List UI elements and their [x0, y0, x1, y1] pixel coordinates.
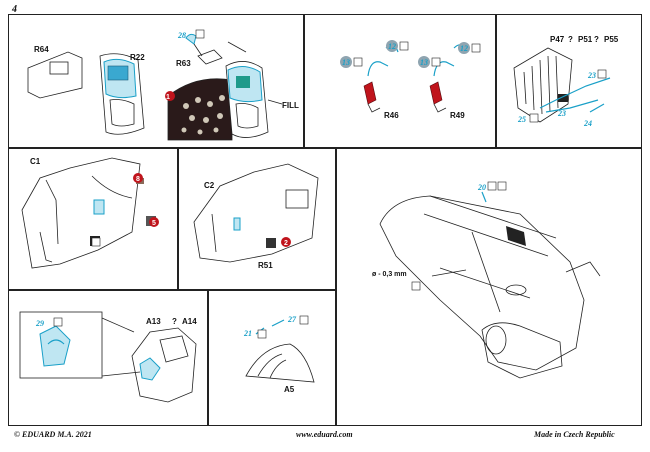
callout-25: 25	[517, 115, 526, 124]
label-a5: A5	[284, 385, 295, 394]
label-fill: FILL	[282, 101, 299, 110]
callout-29: 29	[35, 319, 44, 328]
part-r64-drawing	[27, 51, 83, 99]
instrument-panel	[167, 78, 233, 141]
label-r64: R64	[34, 45, 49, 54]
gunsight-detail	[19, 311, 197, 403]
part-r49-lever	[429, 44, 467, 113]
panel-wing-fuselage	[336, 148, 642, 426]
callout-21: 21	[243, 329, 252, 338]
callout-20: 20	[477, 183, 486, 192]
armored-glass-detail	[245, 319, 315, 383]
callout-23a: 23	[587, 71, 596, 80]
callout-5-marker	[149, 217, 159, 227]
seat-back	[513, 47, 573, 123]
callout-1-marker	[165, 91, 175, 101]
label-r46: R46	[384, 111, 399, 120]
label-q1: ?	[568, 35, 573, 44]
label-r63: R63	[176, 59, 191, 68]
footer-origin: Made in Czech Republic	[534, 430, 615, 439]
callout-24: 24	[583, 119, 592, 128]
callout-13a-marker	[340, 56, 352, 68]
callout-13b-marker	[418, 56, 430, 68]
wing-fuselage-drawing	[379, 191, 601, 379]
label-p51: P51	[578, 35, 593, 44]
label-c1: C1	[30, 157, 41, 166]
label-r49: R49	[450, 111, 465, 120]
callout-12a: 12	[388, 42, 396, 51]
callout-27: 27	[287, 315, 297, 324]
label-r22: R22	[130, 53, 145, 62]
callout-12a-marker	[386, 40, 398, 52]
label-r51: R51	[258, 261, 273, 270]
callout-13a: 13	[342, 58, 350, 67]
panel-gunsight	[8, 290, 208, 426]
label-c2: C2	[204, 181, 215, 190]
label-a13: A13	[146, 317, 161, 326]
callout-2-marker	[281, 237, 291, 247]
callout-12b: 12	[460, 44, 468, 53]
callout-23b: 23	[557, 109, 566, 118]
check-icons	[53, 29, 607, 339]
panel-canopy-frames	[8, 14, 304, 148]
label-p47: P47	[550, 35, 565, 44]
callout-8-marker	[133, 173, 143, 183]
footer-website: www.eduard.com	[296, 430, 353, 439]
callout-8: 8	[136, 176, 140, 183]
label-diameter: ø - 0,3 mm	[372, 271, 407, 278]
panel-cockpit-side-c2	[178, 148, 336, 290]
callout-12b-marker	[458, 42, 470, 54]
fill-frame	[225, 61, 283, 138]
label-q2: ?	[594, 35, 599, 44]
callout-5: 5	[152, 220, 156, 227]
callout-1: 1	[166, 94, 170, 101]
label-a14: A14	[182, 317, 197, 326]
panel-levers	[304, 14, 496, 148]
footer-copyright: © EDUARD M.A. 2021	[14, 430, 92, 439]
panel-seat-belts	[496, 14, 642, 148]
panel-armored-glass	[208, 290, 336, 426]
part-r46-lever	[363, 44, 399, 113]
seat-belts	[539, 77, 611, 113]
panel-cockpit-side-c1	[8, 148, 178, 290]
cockpit-wall-c2	[193, 163, 319, 263]
callout-2: 2	[284, 240, 288, 247]
label-p55: P55	[604, 35, 619, 44]
label-q-a13-a14: ?	[172, 317, 177, 326]
part-r22-frame	[99, 53, 145, 135]
callout-28: 28	[177, 31, 186, 40]
page-number: 4	[12, 4, 17, 15]
callout-13b: 13	[420, 58, 428, 67]
part-r63-bracket	[185, 33, 247, 65]
